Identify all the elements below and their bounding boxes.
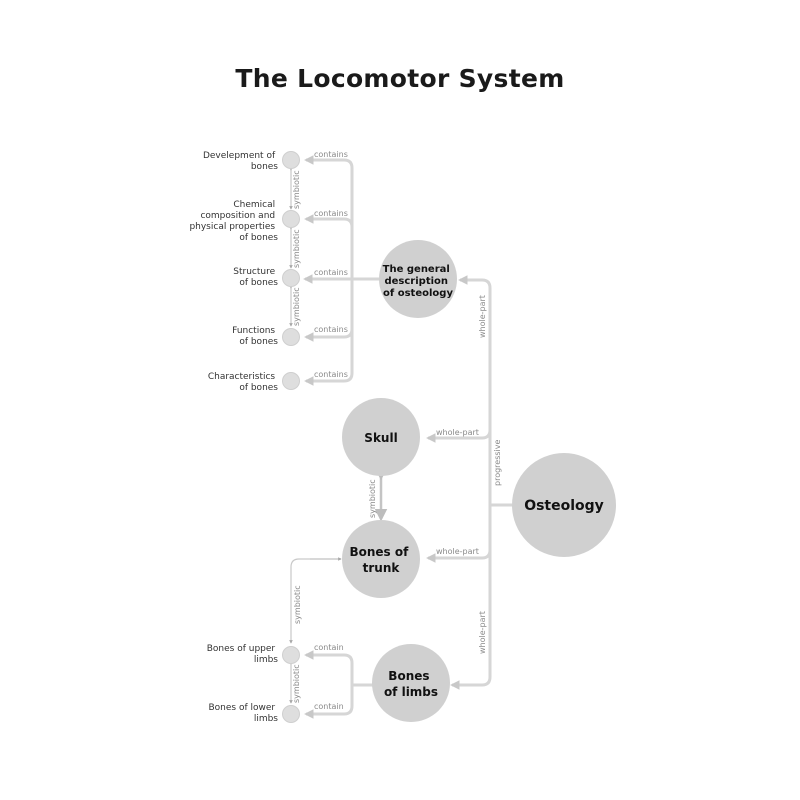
leaf-label-lower-limbs: Bones of lower limbs <box>209 703 279 724</box>
node-osteology-label: Osteology <box>524 498 604 514</box>
node-skull-label: Skull <box>364 431 397 445</box>
edge-label-progressive: progressive <box>493 440 502 486</box>
node-bones-of-limbs[interactable]: Bones of limbs <box>372 644 450 722</box>
leaf-label-development: Develepment of bones <box>203 151 278 172</box>
node-general-description[interactable]: The general description of osteology <box>379 240 457 318</box>
leaf-node-functions[interactable] <box>282 328 300 346</box>
node-general-description-label: The general description of osteology <box>383 264 454 299</box>
edge-label-symbiotic-1: symbiotic <box>292 170 301 209</box>
leaf-node-development[interactable] <box>282 151 300 169</box>
edge-label-contain-2: contain <box>314 702 344 711</box>
edge-general-bus-down <box>304 279 354 386</box>
leaf-node-chemical[interactable] <box>282 210 300 228</box>
node-bones-of-limbs-label: Bones of limbs <box>384 669 438 699</box>
leaf-label-chemical: Chemical composition and physical proper… <box>189 200 278 243</box>
leaf-label-characteristics: Characteristics of bones <box>208 372 278 393</box>
edge-label-contains-1: contains <box>314 150 348 159</box>
edge-label-whole-part-skull: whole-part <box>436 428 479 437</box>
leaf-node-characteristics[interactable] <box>282 372 300 390</box>
sym-trunk-upper <box>289 558 341 644</box>
edge-label-whole-part-trunk: whole-part <box>436 547 479 556</box>
diagram-title: The Locomotor System <box>235 64 565 93</box>
edge-general-chemical <box>304 214 354 228</box>
leaf-node-upper-limbs[interactable] <box>282 646 300 664</box>
edge-to-skull <box>426 429 492 443</box>
edge-general-functions <box>304 328 354 342</box>
edge-label-symbiotic-3: symbiotic <box>292 287 301 326</box>
edge-label-contain-1: contain <box>314 643 344 652</box>
leaf-label-structure: Structure of bones <box>233 267 278 288</box>
node-bones-of-trunk-label: Bones of trunk <box>349 545 412 575</box>
edge-label-symbiotic-6: symbiotic <box>368 479 377 518</box>
edge-label-contains-4: contains <box>314 325 348 334</box>
edge-label-symbiotic-4: symbiotic <box>292 664 301 703</box>
edge-general-bus <box>304 155 354 279</box>
edge-label-symbiotic-5: symbiotic <box>293 585 302 624</box>
node-bones-of-trunk[interactable]: Bones of trunk <box>342 520 420 598</box>
edge-label-contains-5: contains <box>314 370 348 379</box>
node-skull[interactable]: Skull <box>342 398 420 476</box>
edge-label-whole-part-general: whole-part <box>478 295 487 338</box>
edge-label-contains-3: contains <box>314 268 348 277</box>
leaf-label-functions: Functions of bones <box>232 326 278 347</box>
edge-label-symbiotic-2: symbiotic <box>292 229 301 268</box>
leaf-label-upper-limbs: Bones of upper limbs <box>207 644 279 665</box>
leaf-node-structure[interactable] <box>282 269 300 287</box>
edge-limbs-lower <box>304 685 354 719</box>
edge-limbs-upper <box>304 650 354 685</box>
leaf-node-lower-limbs[interactable] <box>282 705 300 723</box>
edge-label-contains-2: contains <box>314 209 348 218</box>
node-osteology[interactable]: Osteology <box>512 453 616 557</box>
edge-label-whole-part-limbs: whole-part <box>478 611 487 654</box>
edge-to-limbs <box>450 505 492 690</box>
edge-to-general <box>458 275 492 505</box>
